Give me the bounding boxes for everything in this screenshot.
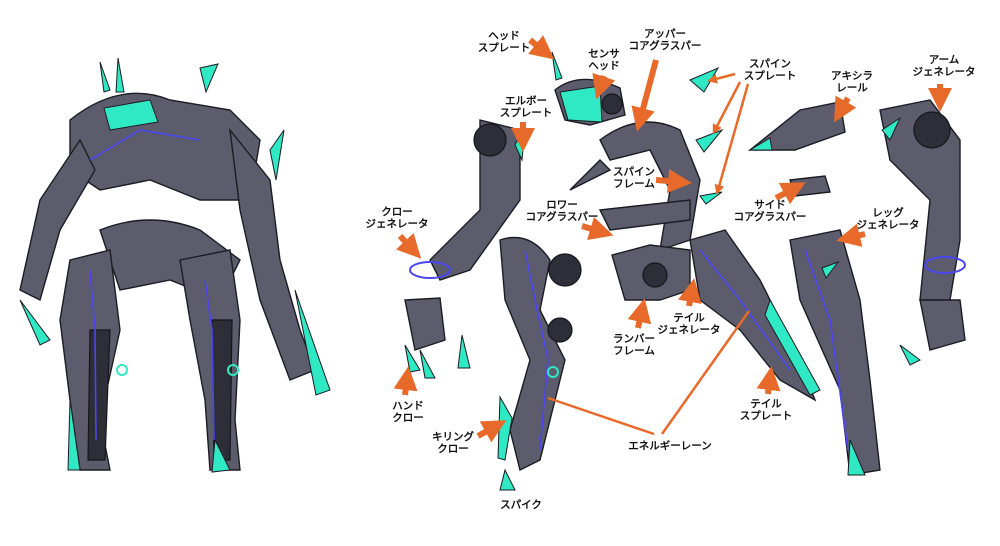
arrow-sensor-head (592, 72, 616, 100)
label-line: スプレート (477, 42, 531, 54)
label-line: スパイン (749, 58, 791, 70)
label-line: センサ (588, 48, 620, 60)
label-line: スパイク (500, 499, 542, 511)
label-line: コアグラスパー (628, 40, 702, 52)
arrow-spine-splate-3 (714, 83, 750, 195)
label-line: ジェネレータ (856, 219, 920, 231)
label-line: ロワー (546, 199, 578, 211)
arrow-lower-core-grasper (581, 217, 614, 241)
label-upper-core-grasper: アッパーコアグラスパー (629, 28, 702, 52)
label-line: スプレート (743, 70, 797, 82)
arrow-lumbar-frame (627, 298, 652, 329)
assembled-mech (19, 57, 331, 473)
label-line: レッグ (872, 207, 904, 219)
label-line: スプレート (739, 410, 793, 422)
label-line: スパイン (613, 166, 655, 178)
label-line: テイル (750, 398, 782, 410)
arrow-upper-core-grasper (631, 59, 659, 132)
label-line: クロー (392, 412, 424, 424)
label-line: コアグラスパー (525, 211, 599, 223)
label-killing-claw: キリングクロー (432, 431, 474, 455)
arrow-side-core-grasper (774, 182, 806, 205)
arrow-spine-splate-1 (707, 72, 736, 84)
label-line: アキシラ (831, 70, 873, 82)
label-hand-claw: ハンドクロー (392, 400, 424, 424)
label-line: エルボー (505, 95, 547, 107)
label-lumbar-frame: ランバーフレーム (613, 333, 655, 357)
arrow-hand-claw (393, 366, 418, 396)
label-tail-splate: テイルスプレート (740, 398, 793, 422)
arrow-spine-frame (655, 169, 692, 193)
label-axilla-rail: アキシラレール (831, 70, 873, 94)
label-line: テイル (673, 312, 705, 324)
label-line: ジェネレータ (657, 324, 721, 336)
label-line: ジェネレータ (912, 66, 976, 78)
arrow-killing-claw (476, 420, 507, 443)
label-line: サイド (754, 199, 786, 211)
line-energy-lane-leg (547, 396, 655, 436)
label-line: エネルギーレーン (628, 440, 712, 452)
arrow-leg-generator (836, 223, 866, 247)
label-spike: スパイク (500, 499, 542, 511)
arrow-head-splate (528, 35, 555, 60)
label-elbow-splate: エルボースプレート (500, 95, 553, 119)
label-head-splate: ヘッドスプレート (478, 30, 531, 54)
label-spine-frame: スパインフレーム (613, 166, 655, 190)
arrow-tail-generator (677, 278, 702, 307)
label-line: ハンド (392, 400, 424, 412)
label-line: アッパー (643, 28, 686, 40)
label-line: ランバー (613, 333, 655, 345)
label-tail-generator: テイルジェネレータ (658, 312, 721, 336)
exploded-parts (404, 51, 966, 491)
label-line: クロー (437, 443, 469, 455)
label-line: アーム (928, 54, 960, 66)
label-line: フレーム (613, 345, 655, 357)
label-spine-splate: スパインスプレート (744, 58, 797, 82)
label-line: ヘッド (588, 60, 620, 72)
label-line: スプレート (499, 107, 553, 119)
label-sensor-head: センサヘッド (588, 48, 620, 72)
label-claw-generator: クロージェネレータ (366, 206, 429, 230)
label-line: レール (836, 82, 868, 94)
label-energy-lane: エネルギーレーン (628, 440, 711, 452)
label-line: フレーム (613, 178, 655, 190)
line-energy-lane-tail (660, 310, 751, 435)
label-lower-core-grasper: ロワーコアグラスパー (526, 199, 599, 223)
label-line: キリング (432, 431, 474, 443)
arrow-axilla-rail (834, 95, 857, 123)
arrow-tail-splate (756, 366, 781, 395)
label-line: ヘッド (488, 30, 520, 42)
label-leg-generator: レッグジェネレータ (857, 207, 920, 231)
label-line: コアグラスパー (733, 211, 807, 223)
label-side-core-grasper: サイドコアグラスパー (734, 199, 807, 223)
label-arm-generator: アームジェネレータ (913, 54, 976, 78)
callout-arrows (393, 35, 952, 443)
label-line: クロー (381, 206, 413, 218)
arrow-spine-splate-2 (712, 81, 742, 135)
label-line: ジェネレータ (365, 218, 429, 230)
arrow-claw-generator (396, 233, 422, 259)
